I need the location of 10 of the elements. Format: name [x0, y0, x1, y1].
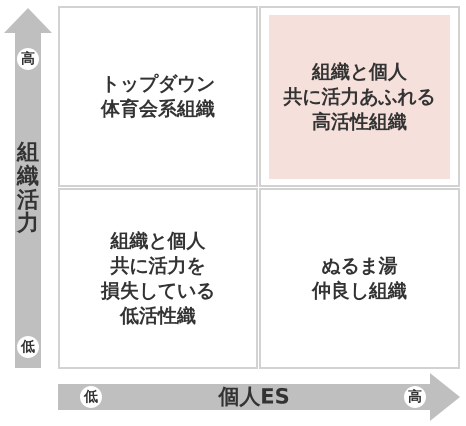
quadrant-label: 組織と個人共に活力あふれる高活性組織	[284, 60, 436, 134]
axis-title: 組織活力	[17, 141, 39, 236]
quadrant-panel	[259, 6, 460, 187]
quadrant-label: 組織と個人共に活力を損失している低活性織	[101, 228, 215, 328]
quadrant-panel	[259, 188, 460, 369]
quadrant-panel	[58, 6, 258, 187]
quadrant-panel	[58, 188, 258, 369]
quadrant-label: トップダウン体育会系組織	[101, 72, 215, 122]
axis-title: 個人ES	[218, 385, 290, 409]
quadrant-label: ぬるま湯仲良し組織	[312, 254, 407, 304]
